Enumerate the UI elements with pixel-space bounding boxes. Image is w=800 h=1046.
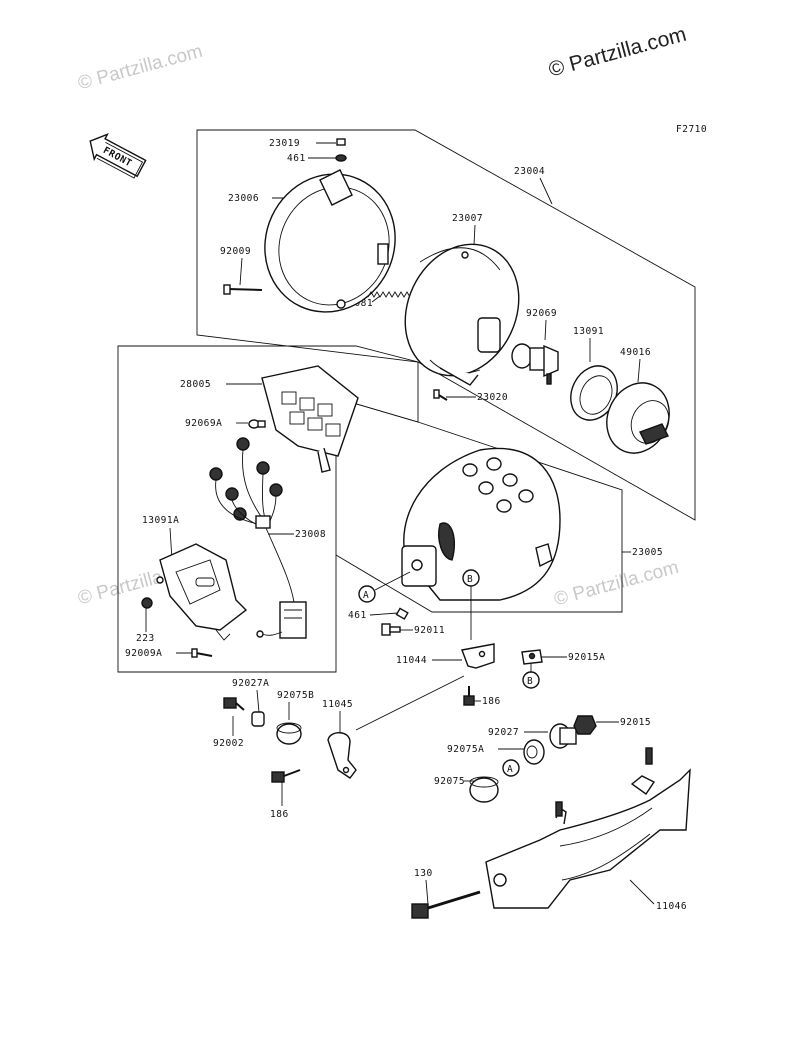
label-28005: 28005 (180, 379, 211, 390)
label-223: 223 (136, 633, 155, 644)
part-92027-collar (549, 723, 577, 749)
front-arrow-icon: FRONT (89, 133, 147, 179)
label-11044: 11044 (396, 655, 427, 666)
part-130-bolt (411, 890, 481, 919)
label-23020: 23020 (477, 392, 508, 403)
label-92009: 92009 (220, 246, 251, 257)
label-461-mid: 461 (348, 610, 367, 621)
part-11044-bracket (461, 643, 495, 669)
part-28005-holder (261, 365, 359, 473)
part-23006-rim (264, 169, 396, 313)
watermark-mid-right: © Partzilla.com (552, 557, 681, 610)
part-186-bolt-b (271, 769, 301, 783)
label-92009A: 92009A (125, 648, 162, 659)
svg-text:B: B (527, 676, 533, 687)
part-92075B-grommet (276, 722, 302, 745)
label-92002: 92002 (213, 738, 244, 749)
callout-b-nut: B (522, 671, 540, 689)
svg-text:A: A (363, 590, 369, 601)
callout-a-shell: A (358, 571, 411, 603)
callout-a-mount: A (502, 759, 520, 777)
label-23005: 23005 (632, 547, 663, 558)
label-23008: 23008 (295, 529, 326, 540)
part-461-washer (335, 154, 347, 162)
svg-text:B: B (467, 574, 473, 585)
part-23008-harness (209, 437, 307, 639)
part-92081-spring (367, 291, 411, 298)
label-92011: 92011 (414, 625, 445, 636)
label-92027A: 92027A (232, 678, 269, 689)
part-92011-bolt (381, 623, 401, 636)
label-13091: 13091 (573, 326, 604, 337)
label-92069: 92069 (526, 308, 557, 319)
label-186-a: 186 (482, 696, 501, 707)
label-11045: 11045 (322, 699, 353, 710)
svg-text:A: A (507, 764, 513, 775)
part-23020-screw (433, 389, 448, 401)
part-92027A-collar (251, 711, 265, 727)
label-92027: 92027 (488, 727, 519, 738)
label-49016: 49016 (620, 347, 651, 358)
label-23004: 23004 (514, 166, 545, 177)
label-11046: 11046 (656, 901, 687, 912)
shell-panel-outline (335, 397, 623, 613)
callout-b-shell: B (462, 569, 480, 640)
watermark-top-right: © Partzilla.com (546, 23, 689, 82)
part-461-nut (395, 607, 409, 620)
label-13091A: 13091A (142, 515, 179, 526)
part-92015-nut (573, 715, 597, 735)
part-92075A-grommet (523, 739, 545, 765)
label-92015: 92015 (620, 717, 651, 728)
part-13091A-bracket (156, 543, 248, 641)
upper-panel-outline (196, 129, 696, 521)
part-23005-shell (401, 447, 561, 601)
part-23007-reflector (404, 243, 520, 386)
part-223-screw (141, 597, 153, 609)
part-92002-bolt (223, 697, 245, 711)
guide-line-11045 (355, 675, 465, 731)
label-461-top: 461 (287, 153, 306, 164)
figure-code: F2710 (676, 124, 707, 135)
part-49016-dust-cover (606, 382, 670, 454)
label-92069A: 92069A (185, 418, 222, 429)
label-186-b: 186 (270, 809, 289, 820)
label-23007: 23007 (452, 213, 483, 224)
label-92075B: 92075B (277, 690, 314, 701)
part-186-bolt-a (463, 686, 475, 706)
part-92009A-screw (191, 648, 213, 658)
part-11046-main-bracket (485, 747, 691, 909)
part-92075-grommet (469, 776, 499, 803)
part-92069A-bulb (248, 419, 266, 429)
part-92009-screw (223, 284, 263, 295)
label-130: 130 (414, 868, 433, 879)
watermark-top-left: © Partzilla.com (76, 41, 205, 94)
part-23019-screw (336, 138, 346, 146)
label-23006: 23006 (228, 193, 259, 204)
part-11045-bracket (327, 732, 357, 779)
label-23019: 23019 (269, 138, 300, 149)
part-92069-bulb (511, 343, 559, 385)
label-92075: 92075 (434, 776, 465, 787)
part-92015A-nut (521, 649, 543, 672)
label-92075A: 92075A (447, 744, 484, 755)
label-92015A: 92015A (568, 652, 605, 663)
